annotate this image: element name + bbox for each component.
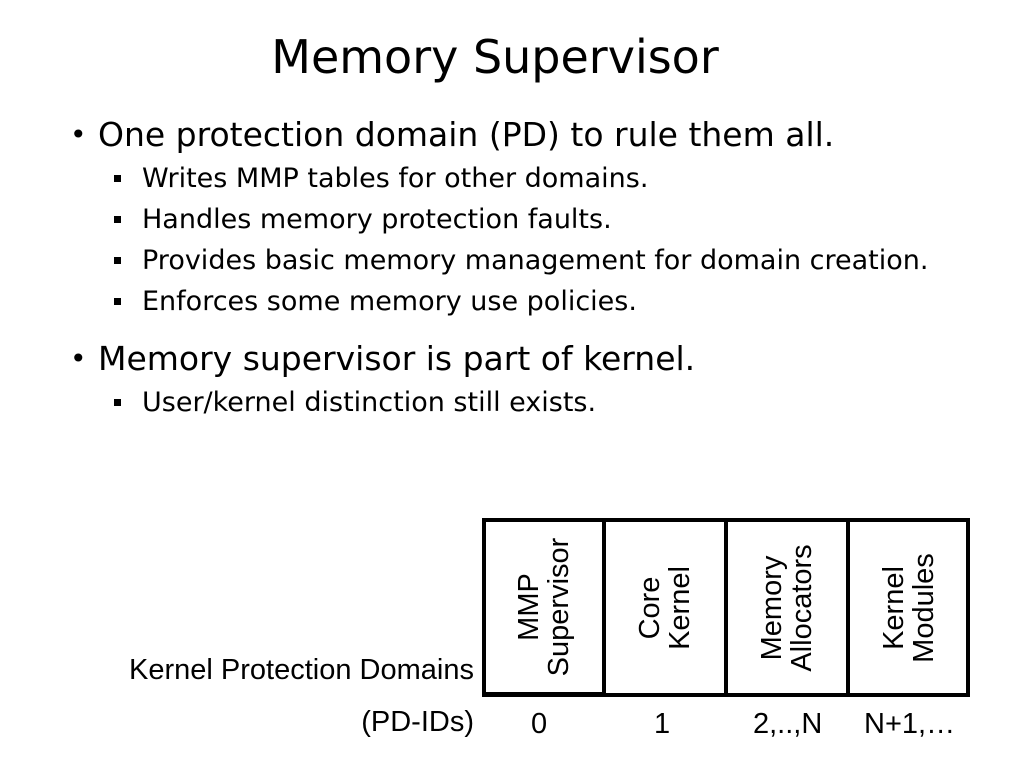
- sub-bullet-text: Handles memory protection faults.: [142, 204, 612, 235]
- bullet-item: • Memory supervisor is part of kernel.: [70, 336, 970, 382]
- bullet-item: • One protection domain (PD) to rule the…: [70, 112, 970, 158]
- sub-bullet-text: Provides basic memory management for dom…: [142, 245, 929, 276]
- sub-bullet-item: Handles memory protection faults.: [70, 199, 970, 240]
- bullet-square-icon: [114, 175, 121, 182]
- pd-id-value: 2,..,N: [753, 708, 823, 740]
- pd-id-value: 0: [531, 708, 548, 740]
- bullet-square-icon: [114, 257, 121, 264]
- kernel-protection-domains-label: Kernel Protection Domains: [129, 654, 474, 686]
- pd-id-value: 1: [654, 708, 671, 740]
- bullet-square-icon: [114, 216, 121, 223]
- pd-id-value: N+1,…: [864, 708, 956, 740]
- bullet-list: • One protection domain (PD) to rule the…: [70, 112, 970, 423]
- bullet-square-icon: [114, 298, 121, 305]
- sub-bullet-text: User/kernel distinction still exists.: [142, 387, 597, 418]
- bullet-dot-icon: •: [70, 118, 87, 151]
- sub-bullet-text: Writes MMP tables for other domains.: [142, 163, 649, 194]
- slide-title: Memory Supervisor: [271, 30, 719, 84]
- sub-bullet-item: Enforces some memory use policies.: [70, 281, 970, 322]
- sub-bullet-item: Provides basic memory management for dom…: [70, 240, 970, 281]
- sub-bullet-item: User/kernel distinction still exists.: [70, 382, 970, 423]
- bullet-text: Memory supervisor is part of kernel.: [98, 339, 696, 378]
- pd-ids-label: (PD-IDs): [361, 706, 474, 738]
- sub-bullet-item: Writes MMP tables for other domains.: [70, 158, 970, 199]
- bullet-square-icon: [114, 399, 121, 406]
- bullet-dot-icon: •: [70, 342, 87, 375]
- sub-bullet-text: Enforces some memory use policies.: [142, 286, 637, 317]
- bullet-text: One protection domain (PD) to rule them …: [98, 115, 835, 154]
